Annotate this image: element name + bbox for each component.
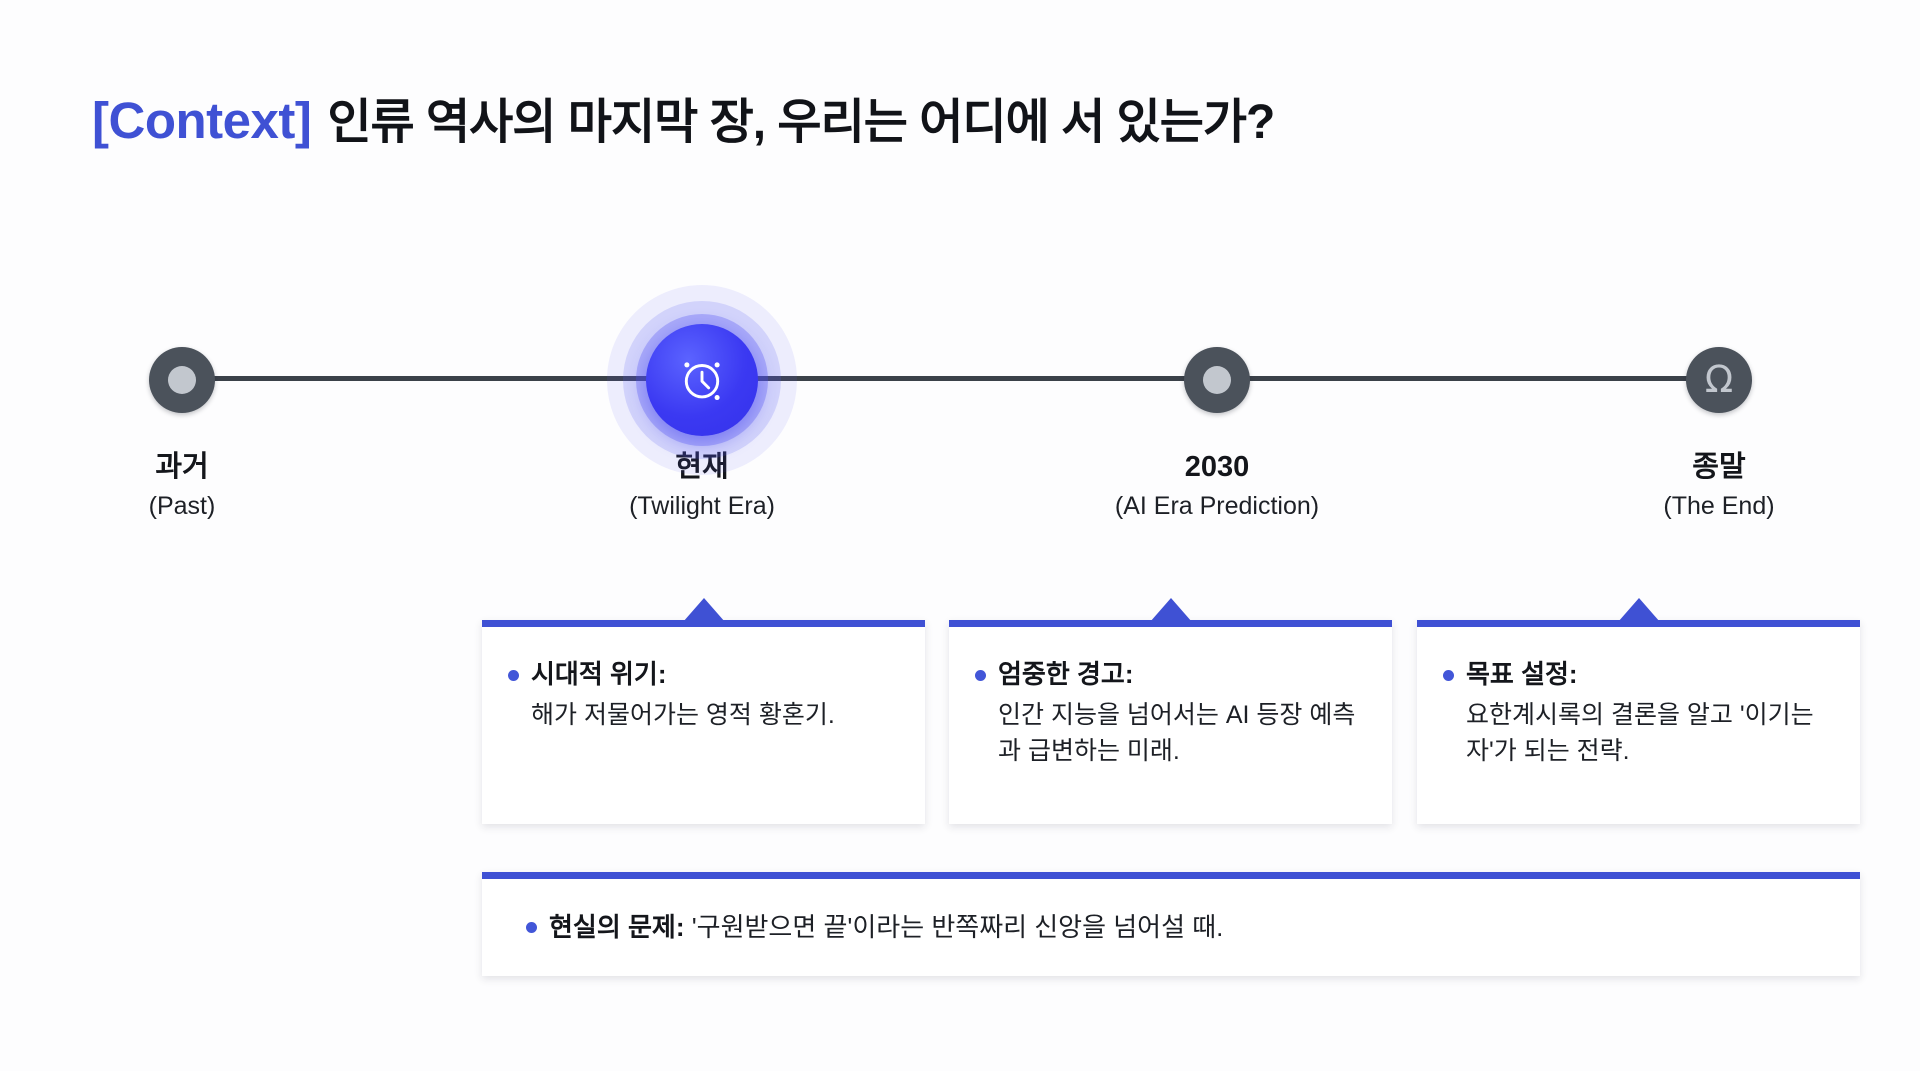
banner-inner: 현실의 문제: '구원받으면 끝'이라는 반쪽짜리 신앙을 넘어설 때.	[482, 911, 1223, 945]
banner-reality-problem[interactable]: 현실의 문제: '구원받으면 끝'이라는 반쪽짜리 신앙을 넘어설 때.	[482, 872, 1860, 976]
timeline: 과거 (Past)	[0, 285, 1920, 600]
card-head: 목표 설정:	[1443, 657, 1834, 692]
node-labels: 2030 (AI Era Prediction)	[1115, 448, 1319, 523]
node-dot	[149, 347, 215, 413]
card-head: 엄중한 경고:	[975, 657, 1366, 692]
info-cards: 시대적 위기: 해가 저물어가는 영적 황혼기. 엄중한 경고: 인간 지능을 …	[482, 598, 1860, 830]
title-tag: [Context]	[92, 92, 312, 149]
card-body: 시대적 위기: 해가 저물어가는 영적 황혼기.	[482, 627, 925, 734]
card-stern-warning[interactable]: 엄중한 경고: 인간 지능을 넘어서는 AI 등장 예측과 급변하는 미래.	[949, 598, 1392, 824]
node-dot-active	[646, 324, 758, 436]
node-dot: Ω	[1686, 347, 1752, 413]
node-marker-wrap	[607, 285, 797, 475]
banner-text: 현실의 문제: '구원받으면 끝'이라는 반쪽짜리 신앙을 넘어설 때.	[549, 911, 1223, 945]
page-title: [Context] 인류 역사의 마지막 장, 우리는 어디에 서 있는가?	[92, 82, 1275, 152]
bullet-icon	[508, 670, 519, 681]
title-main: 인류 역사의 마지막 장, 우리는 어디에 서 있는가?	[327, 96, 1275, 149]
card-body: 엄중한 경고: 인간 지능을 넘어서는 AI 등장 예측과 급변하는 미래.	[949, 627, 1392, 769]
card-text: 인간 지능을 넘어서는 AI 등장 예측과 급변하는 미래.	[998, 701, 1356, 765]
timeline-node-present[interactable]: 현재 (Twilight Era)	[587, 285, 817, 523]
card-goal-setting[interactable]: 목표 설정: 요한계시록의 결론을 알고 '이기는 자'가 되는 전략.	[1417, 598, 1860, 824]
node-labels: 과거 (Past)	[149, 448, 216, 523]
timeline-node-2030[interactable]: 2030 (AI Era Prediction)	[1102, 300, 1332, 523]
dot-icon	[168, 366, 196, 394]
bullet-icon	[526, 921, 537, 933]
node-dot	[1184, 347, 1250, 413]
card-era-crisis[interactable]: 시대적 위기: 해가 저물어가는 영적 황혼기.	[482, 598, 925, 824]
node-labels: 현재 (Twilight Era)	[629, 448, 775, 523]
card-title: 시대적 위기:	[531, 659, 667, 689]
dot-icon	[1203, 366, 1231, 394]
node-sublabel: (AI Era Prediction)	[1114, 492, 1320, 521]
timeline-node-the-end[interactable]: Ω 종말 (The End)	[1604, 300, 1834, 523]
card-body: 목표 설정: 요한계시록의 결론을 알고 '이기는 자'가 되는 전략.	[1417, 627, 1860, 769]
timeline-track	[182, 376, 1719, 381]
card-text: 해가 저물어가는 영적 황혼기.	[531, 701, 835, 730]
bullet-icon	[1443, 670, 1454, 681]
node-marker-wrap	[1137, 300, 1297, 460]
card-head: 시대적 위기:	[508, 657, 899, 692]
timeline-node-past[interactable]: 과거 (Past)	[67, 300, 297, 523]
node-sublabel: (Past)	[148, 492, 216, 521]
bullet-icon	[975, 670, 986, 681]
node-label: 과거	[155, 451, 209, 483]
node-sublabel: (Twilight Era)	[629, 492, 775, 521]
node-marker-wrap	[102, 300, 262, 460]
node-label: 종말	[1692, 451, 1746, 483]
node-label: 2030	[1184, 451, 1250, 483]
card-title: 엄중한 경고:	[998, 659, 1134, 689]
node-sublabel: (The End)	[1663, 492, 1775, 521]
banner-title: 현실의 문제:	[549, 911, 685, 942]
card-pointer-icon	[1149, 598, 1192, 622]
banner-detail: '구원받으면 끝'이라는 반쪽짜리 신앙을 넘어설 때.	[684, 911, 1224, 942]
card-text: 요한계시록의 결론을 알고 '이기는 자'가 되는 전략.	[1466, 701, 1814, 765]
node-labels: 종말 (The End)	[1663, 448, 1774, 523]
omega-icon: Ω	[1704, 357, 1734, 401]
card-pointer-icon	[1617, 598, 1660, 622]
card-pointer-icon	[682, 598, 725, 622]
node-marker-wrap: Ω	[1639, 300, 1799, 460]
node-label: 현재	[675, 451, 729, 483]
alarm-clock-icon	[684, 362, 720, 401]
card-title: 목표 설정:	[1466, 659, 1578, 689]
